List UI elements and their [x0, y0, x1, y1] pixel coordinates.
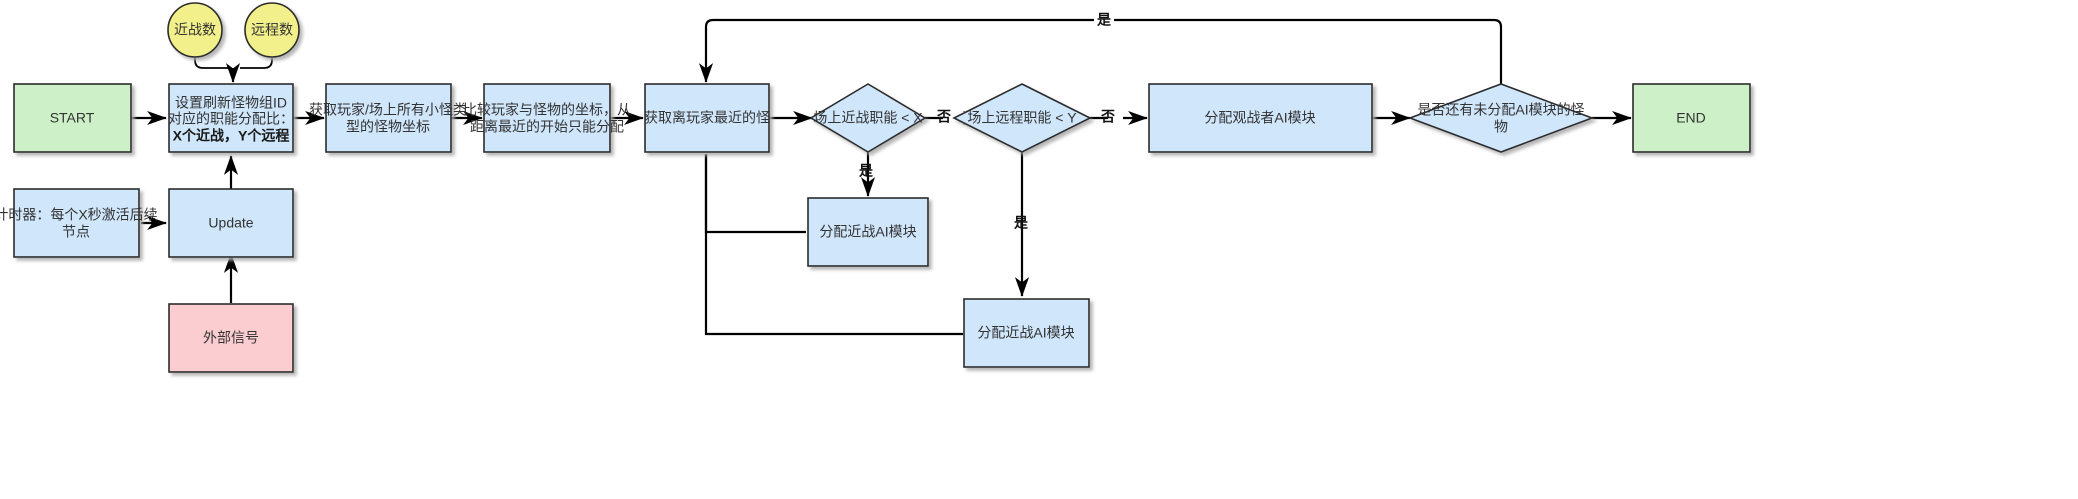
- node-set-ratio-line3: X个近战，Y个远程: [173, 128, 290, 144]
- node-check-remaining-line2: 物: [1494, 119, 1508, 135]
- edge-melee-count-to-setratio: [194, 46, 228, 69]
- node-check-remaining[interactable]: 是否还有未分配AI模块的怪 物: [1407, 83, 1595, 153]
- node-nearest-monster-label: 获取离玩家最近的怪: [644, 110, 770, 126]
- node-compare-coords[interactable]: 比较玩家与怪物的坐标，从 距离最近的开始只能分配: [463, 83, 631, 153]
- node-melee-count[interactable]: 近战数: [167, 2, 223, 58]
- node-assign-spectator-label: 分配观战者AI模块: [1204, 110, 1315, 126]
- node-assign-melee-lower[interactable]: 分配近战AI模块: [963, 298, 1090, 368]
- node-set-ratio-line1: 设置刷新怪物组ID: [175, 95, 287, 111]
- node-update[interactable]: Update: [168, 188, 294, 258]
- edge-label-melee-no: 否: [936, 109, 951, 125]
- node-ranged-count-label: 远程数: [251, 22, 293, 38]
- edge-label-loop-yes-text: 是: [1097, 12, 1112, 28]
- edge-label-loop-yes: 是: [1094, 12, 1114, 28]
- edge-label-ranged-no: 否: [1100, 109, 1115, 125]
- node-assign-melee-lower-label: 分配近战AI模块: [977, 325, 1074, 341]
- node-timer[interactable]: 计时器：每个X秒激活后续 节点: [0, 188, 158, 258]
- node-get-coords[interactable]: 获取玩家/场上所有小怪类 型的怪物坐标: [309, 83, 467, 153]
- node-start-label: START: [50, 110, 95, 126]
- edge-loop-yes-to-nearest: [698, 18, 1503, 84]
- node-end-label: END: [1676, 110, 1706, 126]
- node-check-ranged[interactable]: 场上远程职能 < Y: [952, 83, 1092, 153]
- node-check-melee-label: 场上近战职能 < X: [813, 110, 923, 126]
- node-timer-line1: 计时器：每个X秒激活后续: [0, 207, 158, 223]
- node-timer-line2: 节点: [62, 224, 90, 240]
- edge-label-melee-yes: 是: [859, 163, 874, 179]
- node-nearest-monster[interactable]: 获取离玩家最近的怪: [644, 83, 770, 153]
- node-set-ratio[interactable]: 设置刷新怪物组ID 对应的职能分配比： X个近战，Y个远程: [168, 83, 294, 153]
- node-check-melee[interactable]: 场上近战职能 < X: [809, 83, 927, 153]
- node-update-label: Update: [208, 215, 253, 231]
- edge-assignmelee-lower-back: [704, 154, 963, 336]
- node-external-signal-label: 外部信号: [203, 330, 259, 346]
- edge-label-ranged-yes: 是: [1014, 215, 1029, 231]
- node-melee-count-label: 近战数: [174, 22, 216, 38]
- node-get-coords-line2: 型的怪物坐标: [346, 119, 430, 135]
- node-compare-coords-line2: 距离最近的开始只能分配: [470, 119, 624, 135]
- node-assign-melee-upper-label: 分配近战AI模块: [819, 224, 916, 240]
- node-set-ratio-line2: 对应的职能分配比：: [168, 111, 294, 127]
- node-ranged-count[interactable]: 远程数: [244, 2, 300, 58]
- node-compare-coords-line1: 比较玩家与怪物的坐标，从: [463, 102, 631, 118]
- node-check-remaining-line1: 是否还有未分配AI模块的怪: [1417, 102, 1584, 118]
- node-external-signal[interactable]: 外部信号: [168, 303, 294, 373]
- node-end[interactable]: END: [1632, 83, 1751, 153]
- node-assign-melee-upper[interactable]: 分配近战AI模块: [807, 197, 929, 267]
- node-start[interactable]: START: [13, 83, 132, 153]
- edge-ranged-count-to-setratio: [240, 46, 273, 69]
- node-assign-spectator[interactable]: 分配观战者AI模块: [1148, 83, 1373, 153]
- node-get-coords-line1: 获取玩家/场上所有小怪类: [309, 102, 467, 118]
- edge-assignmelee-upper-back: [704, 154, 806, 234]
- node-check-ranged-label: 场上远程职能 < Y: [967, 110, 1077, 126]
